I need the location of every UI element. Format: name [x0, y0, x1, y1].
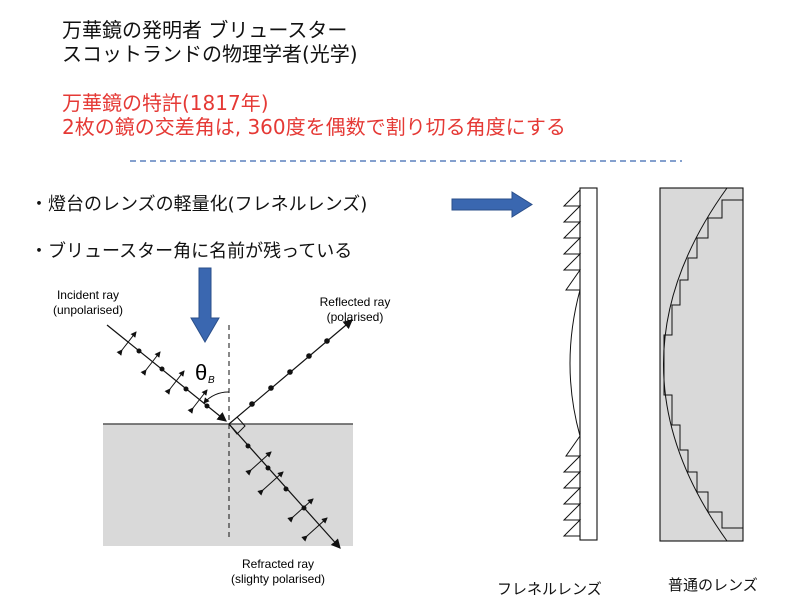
refracted-label-1: Refracted ray — [242, 557, 314, 571]
brewster-angle-symbol: θ — [195, 360, 207, 385]
right-angle-mark — [228, 416, 246, 435]
inventor-title: 万華鏡の発明者 ブリュースター — [62, 18, 348, 42]
refracted-label-2: (slighty polarised) — [231, 572, 325, 586]
incident-label-2: (unpolarised) — [53, 303, 123, 317]
incident-dots — [136, 348, 210, 409]
patent-title: 万華鏡の特許(1817年) — [62, 91, 269, 115]
fresnel-lens-caption: フレネルレンズ — [497, 580, 602, 598]
reflected-label-2: (polarised) — [327, 310, 384, 324]
bullet-lighthouse-lens: ・燈台のレンズの軽量化(フレネルレンズ) — [30, 194, 368, 215]
down-arrow — [190, 267, 220, 343]
right-arrow — [451, 191, 533, 218]
refracted-dots — [245, 443, 307, 511]
bullet-brewster-angle: ・ブリュースター角に名前が残っている — [30, 241, 353, 262]
brewster-angle-subscript: B — [208, 375, 215, 386]
incident-label-1: Incident ray — [57, 288, 119, 302]
physicist-subtitle: スコットランドの物理学者(光学) — [62, 42, 358, 66]
patent-description: 2枚の鏡の交差角は, 360度を偶数で割り切る角度にする — [62, 115, 566, 139]
brewster-angle-arc — [203, 391, 230, 404]
fresnel-lens — [562, 187, 598, 541]
normal-lens-caption: 普通のレンズ — [668, 576, 758, 594]
reflected-dots — [249, 338, 330, 407]
incident-polarisation-marks — [116, 331, 208, 414]
reflected-label-1: Reflected ray — [320, 295, 391, 309]
normal-lens — [659, 187, 744, 542]
